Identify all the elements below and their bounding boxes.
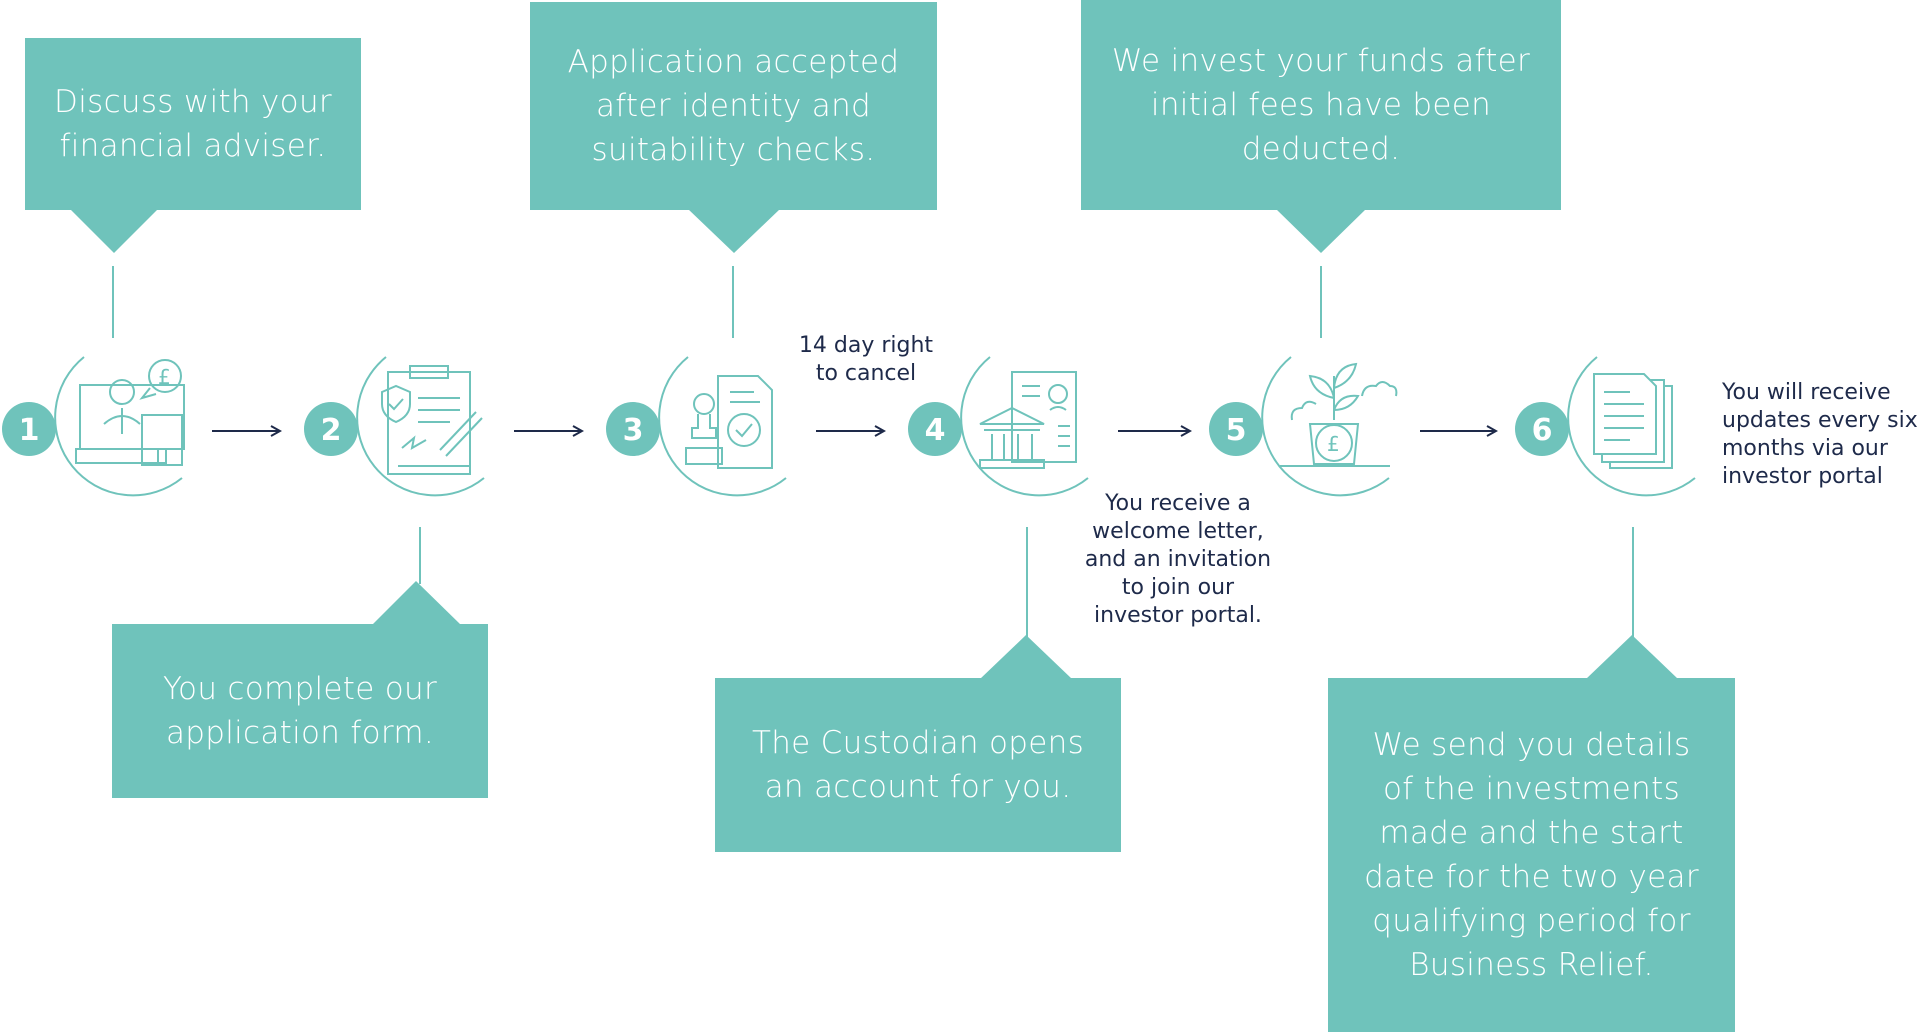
- step-3-number: 3: [623, 413, 644, 448]
- step-4-number: 4: [925, 413, 946, 448]
- svg-text:£: £: [158, 365, 171, 389]
- step-6-number: 6: [1532, 413, 1553, 448]
- pointer-step-3: [688, 209, 780, 253]
- step-4-arc: [960, 356, 1089, 497]
- step-1-arc: [54, 356, 183, 497]
- step-6: 6: [1515, 356, 1696, 497]
- step-3-arc: [658, 356, 787, 497]
- step-4-badge: [908, 402, 962, 456]
- step-4: 4: [908, 356, 1089, 497]
- step-1-badge: [2, 402, 56, 456]
- step-1: 1 £: [2, 356, 185, 497]
- pointer-step-6: [1586, 635, 1678, 679]
- step-5: 5 £: [1209, 356, 1398, 497]
- step-4-box-text: The Custodian opens an account for you.: [751, 725, 1085, 805]
- pointer-step-2: [372, 581, 461, 625]
- connector-lines: [112, 266, 1634, 638]
- step-6-box-text: We send you details of the investments m…: [1364, 727, 1699, 983]
- svg-text:£: £: [1327, 432, 1340, 456]
- step-4-box: The Custodian opens an account for you.: [715, 678, 1121, 852]
- step-2-box-text: You complete our application form.: [162, 671, 438, 751]
- step-1-box: Discuss with your financial adviser.: [25, 38, 361, 210]
- plant-pound-growth-icon: £: [1280, 362, 1398, 467]
- step-5-badge: [1209, 402, 1263, 456]
- step-5-box-text: We invest your funds after initial fees …: [1111, 43, 1531, 167]
- updates-note: You will receive updates every six month…: [1722, 380, 1918, 489]
- pointer-step-4: [980, 635, 1072, 679]
- step-3-badge: [606, 402, 660, 456]
- step-3-box-text: Application accepted after identity and …: [567, 44, 900, 168]
- box-pointers: [70, 209, 1678, 679]
- adviser-desk-pound-icon: £: [75, 359, 185, 466]
- step-6-box: We send you details of the investments m…: [1328, 678, 1735, 1032]
- step-6-badge: [1515, 402, 1569, 456]
- bank-account-document-icon: [979, 371, 1077, 469]
- step-1-number: 1: [19, 413, 40, 448]
- welcome-note: You receive a welcome letter, and an inv…: [1084, 491, 1272, 628]
- step-3-box: Application accepted after identity and …: [530, 2, 937, 210]
- stacked-documents-icon: [1593, 373, 1673, 469]
- stamp-approved-document-icon: [685, 375, 773, 469]
- step-2-box: You complete our application form.: [112, 624, 488, 798]
- cancel-note: 14 day right to cancel: [798, 333, 934, 386]
- pointer-step-5: [1276, 209, 1366, 253]
- step-2-number: 2: [321, 413, 342, 448]
- step-5-number: 5: [1226, 413, 1247, 448]
- step-5-arc: [1261, 356, 1390, 497]
- step-3: 3: [606, 356, 787, 497]
- step-5-box: We invest your funds after initial fees …: [1081, 0, 1561, 210]
- step-6-arc: [1567, 356, 1696, 497]
- step-2: 2: [304, 356, 485, 497]
- signed-application-form-icon: [381, 365, 483, 475]
- step-2-badge: [304, 402, 358, 456]
- step-2-arc: [356, 356, 485, 497]
- step-1-box-text: Discuss with your financial adviser.: [54, 84, 332, 164]
- pointer-step-1: [70, 209, 158, 253]
